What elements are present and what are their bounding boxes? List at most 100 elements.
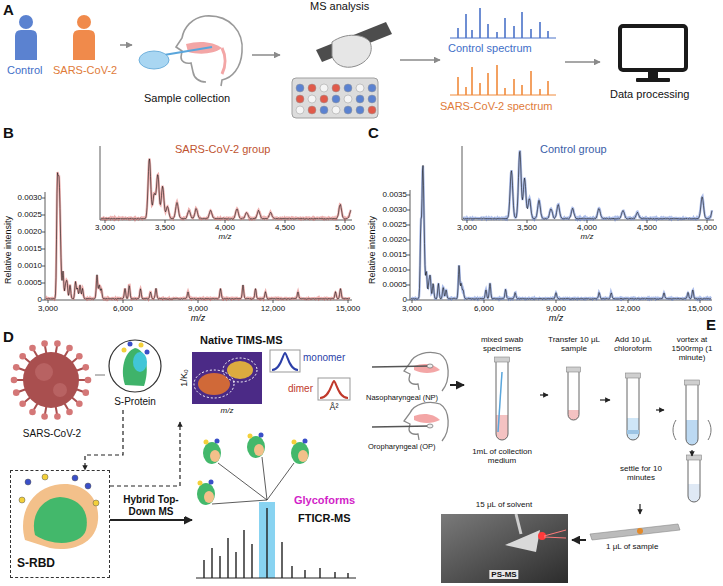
tube (496, 362, 508, 440)
spike-head (54, 413, 61, 420)
axis-tick (628, 300, 629, 303)
plate-well (368, 84, 376, 92)
annotation: m/z (581, 232, 594, 241)
annotation: 3,500 (517, 223, 537, 232)
plate-well (356, 95, 364, 103)
spectrum-peak (504, 88, 506, 95)
spectrum-peak (547, 81, 549, 95)
inset-ground (462, 140, 714, 220)
annotation: 9,000 (188, 304, 208, 313)
heatmap-selection (194, 370, 234, 398)
annotation: 0.0020 (383, 235, 407, 244)
plate-well (320, 84, 328, 92)
figure-group: settle for 10 minutes (606, 456, 720, 504)
airway (414, 414, 440, 423)
glycan (204, 440, 209, 445)
plate-well (320, 95, 328, 103)
spike-head (41, 413, 48, 420)
face-profile (404, 352, 440, 390)
figure-group: GlycoformsFTICR-MS (192, 432, 358, 582)
axis-tick (42, 283, 45, 284)
figure-group: 1 μL of sample (586, 514, 680, 554)
annotation: 0.0005 (383, 280, 407, 289)
node-label: MS analysis (310, 0, 369, 13)
node-label: PS-MS (489, 570, 518, 579)
axis-tick (407, 270, 410, 271)
glycan (122, 348, 127, 353)
annotation: 5,000 (335, 223, 355, 232)
plate-well (332, 84, 340, 92)
panel-letter: D (3, 328, 14, 345)
spectrum-peak (547, 31, 549, 38)
annotation: 12,000 (261, 304, 285, 313)
annotation: 4,500 (275, 223, 295, 232)
swab-in-tube (498, 372, 502, 432)
figure-group: Data processing (600, 20, 705, 112)
annotation: 4,000 (215, 223, 235, 232)
annotation: 4,000 (577, 223, 597, 232)
connector-arrow (565, 61, 600, 63)
glycan (198, 481, 203, 486)
axis-tick (42, 232, 45, 233)
glycan (303, 439, 308, 444)
tube-liquid (686, 420, 698, 445)
swab-tip (427, 424, 433, 428)
virus-texture (53, 383, 67, 397)
node-label: S-Protein (114, 396, 156, 408)
annotation: dimer (288, 383, 313, 395)
axis-tick (123, 300, 124, 303)
ms-peak (304, 570, 305, 578)
node-label: Control spectrum (448, 42, 532, 55)
glycoform-pointer (212, 500, 267, 504)
head-outline (440, 354, 448, 391)
annotation: Relative intensity (367, 216, 377, 284)
mobilogram-box (318, 378, 350, 400)
annotation: 0.0025 (383, 220, 407, 229)
node-label: Nasopharyngeal (NP) (366, 394, 438, 403)
face-profile (404, 402, 440, 440)
spike-head (11, 377, 18, 384)
ms-peak (334, 572, 335, 578)
node-label: Glycoforms (294, 494, 355, 507)
glycan (209, 480, 214, 485)
connector-arrow (540, 394, 548, 395)
spectrum-peak (530, 29, 532, 38)
spectrum-trace (463, 151, 712, 219)
ms-peak (227, 538, 228, 578)
spectrum-peak (471, 67, 473, 95)
y-axis (45, 192, 46, 300)
annotation: Relative intensity (3, 216, 13, 284)
swab-stick (372, 426, 430, 427)
annotation: 0.0020 (18, 227, 42, 236)
spectrum-trace (101, 159, 351, 219)
plate-well (332, 106, 340, 114)
glycan (19, 497, 25, 503)
connector-arrow (691, 450, 692, 456)
plate-well (344, 84, 352, 92)
spike-protein (123, 348, 147, 386)
plate-well (344, 106, 352, 114)
annotation: 3,000 (402, 304, 422, 313)
paper-triangle (505, 530, 540, 552)
connector-arrow (110, 422, 180, 486)
figure-group: Transfer 10 μL sample (548, 335, 600, 425)
figure-group: mixed swab specimens1mL of collection me… (464, 335, 540, 475)
annotation: 0.0025 (18, 210, 42, 219)
heatmap-selection (223, 358, 257, 382)
plate-well (308, 106, 316, 114)
annotation: 1/K₀ (179, 369, 189, 386)
tube (688, 460, 700, 502)
annotation: 9,000 (546, 304, 566, 313)
plate-well (308, 84, 316, 92)
annotation: 0 (403, 295, 407, 304)
node-label: Sample collection (144, 92, 230, 105)
glycan (292, 440, 297, 445)
annotation: SARS-CoV-2 group (175, 143, 270, 156)
axis-tick (407, 210, 410, 211)
annotation: 12,000 (616, 304, 640, 313)
node-label: mixed swab specimens (464, 335, 540, 353)
spectrum-peak (487, 73, 489, 95)
glycan (139, 343, 144, 348)
figure-group: S-Protein (105, 338, 165, 410)
spectrum-band (101, 159, 351, 219)
